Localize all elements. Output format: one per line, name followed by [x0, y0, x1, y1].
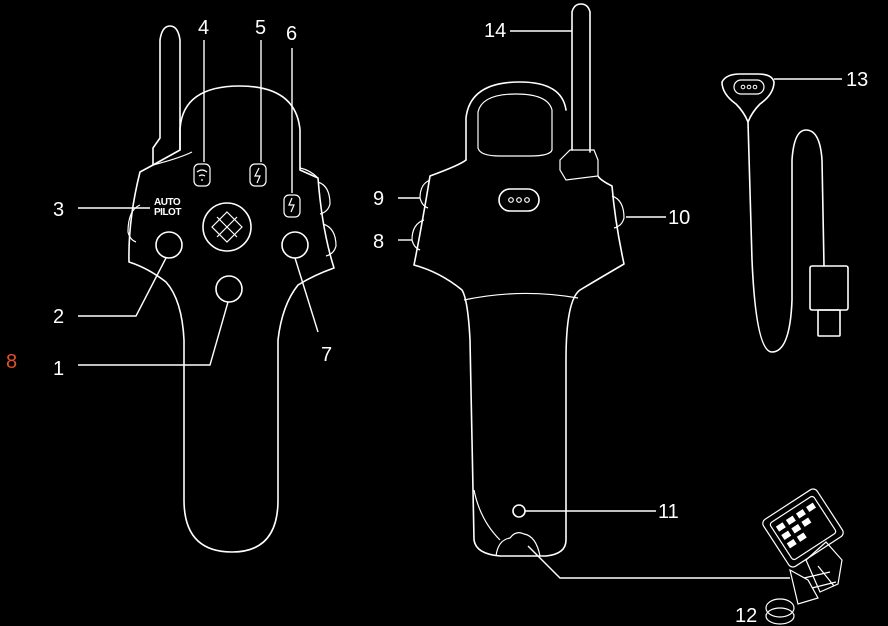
bottom-mount-tab — [495, 532, 541, 557]
callout-2: 2 — [53, 306, 64, 328]
front-callout-lines — [78, 40, 319, 366]
front-right-side-button-upper — [317, 181, 331, 215]
wifi-status-icon — [193, 163, 211, 187]
cable-plug-body — [809, 265, 849, 311]
power-status-icon — [249, 163, 267, 187]
joystick[interactable] — [202, 202, 252, 252]
auto-pilot-label-line2: PILOT — [154, 207, 181, 218]
cable-plug-head — [721, 73, 775, 123]
auto-pilot-label-line1: AUTO — [154, 197, 181, 208]
callout-6: 6 — [286, 23, 297, 45]
callout-4: 4 — [198, 17, 209, 39]
back-top-handle-inner — [477, 93, 553, 157]
cable-plug-tip — [817, 309, 841, 337]
callout-7: 7 — [321, 344, 332, 366]
front-left-side-button — [127, 204, 141, 243]
callout-1: 1 — [53, 358, 64, 380]
autopilot-button[interactable] — [155, 231, 183, 259]
callout-11: 11 — [658, 501, 679, 523]
page-number: 8 — [6, 351, 17, 373]
antenna-front — [152, 25, 181, 166]
callout-3: 3 — [53, 199, 64, 221]
charging-indicator-icon — [283, 194, 301, 218]
cable-wire — [747, 121, 825, 353]
controller-front-view: AUTO PILOT — [127, 25, 337, 553]
controller-back-view — [411, 3, 625, 557]
back-grip-seam — [473, 489, 501, 541]
lanyard-hole — [512, 504, 526, 518]
callout-14: 14 — [484, 20, 506, 42]
back-callout-lines — [398, 30, 790, 579]
back-top-handle — [465, 81, 567, 161]
front-top-lip — [152, 151, 319, 179]
antenna-back — [571, 3, 591, 153]
callout-13: 13 — [846, 69, 868, 91]
back-grip-band — [463, 292, 579, 301]
front-body-outline — [128, 85, 335, 553]
callout-10: 10 — [668, 207, 690, 229]
front-right-side-button-lower — [322, 223, 337, 257]
phone-gimbal-illustration — [762, 488, 844, 625]
usb-cable — [721, 73, 849, 353]
callout-numbers: 1 2 3 4 5 6 7 8 9 10 11 12 13 14 — [53, 17, 868, 626]
record-button[interactable] — [281, 231, 309, 259]
antenna-back-clip — [559, 149, 599, 181]
callout-9: 9 — [373, 188, 384, 210]
callout-5: 5 — [255, 17, 266, 39]
cable-port[interactable] — [498, 188, 540, 212]
power-button[interactable] — [215, 275, 243, 303]
back-body-outline — [413, 159, 625, 557]
callout-8: 8 — [373, 231, 384, 253]
callout-12: 12 — [735, 605, 757, 626]
back-right-button[interactable] — [611, 195, 625, 229]
